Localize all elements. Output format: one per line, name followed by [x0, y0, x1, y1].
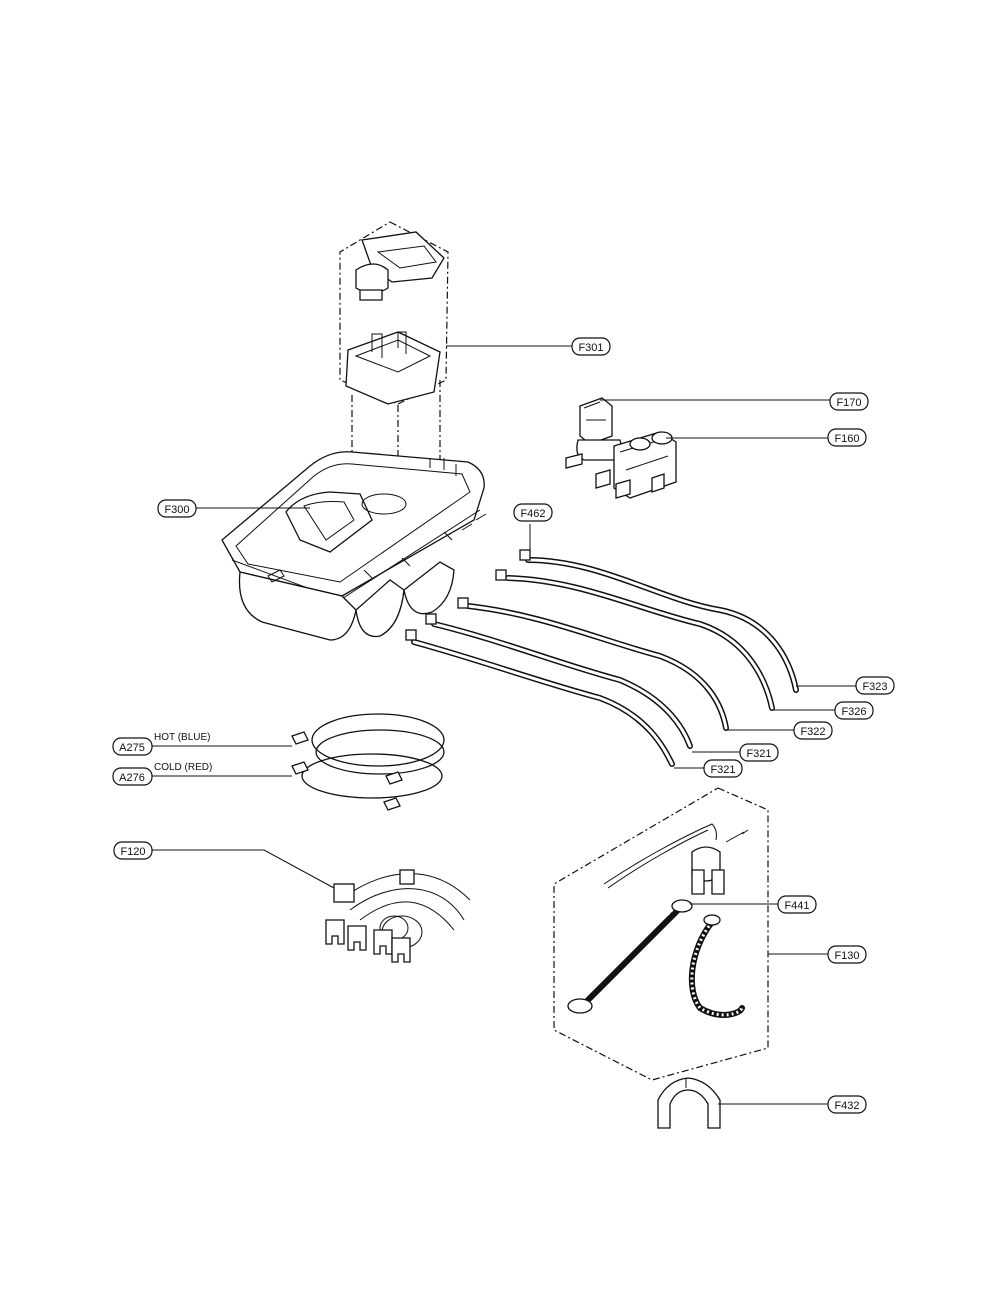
- tag-f441: F441: [777, 895, 817, 914]
- tag-f120: F120: [113, 841, 153, 860]
- tag-f326: F326: [834, 701, 874, 720]
- svg-text:F462: F462: [520, 508, 545, 520]
- tag-f321-lower: F321: [703, 759, 743, 778]
- tag-f300: F300: [157, 499, 197, 518]
- cold-label: COLD (RED): [154, 762, 212, 773]
- tag-f322: F322: [793, 721, 833, 740]
- wiring-harness: [325, 869, 471, 963]
- tag-f323: F323: [855, 676, 895, 695]
- tag-f130: F130: [827, 945, 867, 964]
- water-valve-assembly: [565, 397, 677, 499]
- svg-text:F130: F130: [834, 950, 859, 962]
- svg-text:F326: F326: [841, 706, 866, 718]
- dispenser-housing: [221, 451, 487, 641]
- svg-text:F432: F432: [834, 1100, 859, 1112]
- dispenser-cover-assembly: [339, 221, 449, 500]
- tag-a276: A276: [112, 767, 153, 786]
- svg-text:F160: F160: [834, 433, 859, 445]
- tag-f170: F170: [829, 392, 869, 411]
- tag-f160: F160: [827, 428, 867, 447]
- tag-f301: F301: [571, 337, 611, 356]
- drain-assembly: [553, 787, 769, 1081]
- svg-text:F300: F300: [164, 504, 189, 516]
- svg-text:F301: F301: [578, 342, 603, 354]
- inlet-hoses: [291, 713, 445, 811]
- leader-lines: [152, 345, 856, 1105]
- svg-text:A276: A276: [119, 772, 145, 784]
- svg-text:F323: F323: [862, 681, 887, 693]
- svg-text:F170: F170: [836, 397, 861, 409]
- svg-text:F120: F120: [120, 846, 145, 858]
- svg-text:F321: F321: [746, 748, 771, 760]
- svg-text:F441: F441: [784, 900, 809, 912]
- svg-text:F321: F321: [710, 764, 735, 776]
- hose-guide: [657, 1077, 721, 1129]
- hot-label: HOT (BLUE): [154, 732, 211, 743]
- svg-text:A275: A275: [119, 742, 145, 754]
- tag-f462: F462: [513, 503, 553, 522]
- dispenser-hoses: [405, 549, 799, 767]
- tag-f321-upper: F321: [739, 743, 779, 762]
- svg-text:F322: F322: [800, 726, 825, 738]
- tag-a275: A275: [112, 737, 153, 756]
- tag-f432: F432: [827, 1095, 867, 1114]
